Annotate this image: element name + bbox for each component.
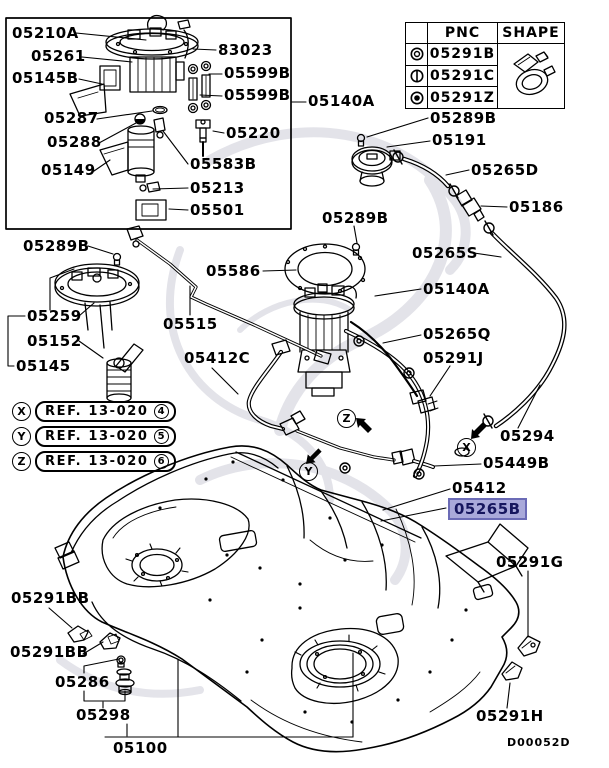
part-number-label-highlighted[interactable]: 05265B <box>448 498 527 520</box>
ref-text: REF. 13-020 <box>45 404 149 419</box>
part-number-label: 05449B <box>483 454 550 472</box>
part-number-label: 05289B <box>322 209 389 227</box>
part-number-label: 05291J <box>423 349 484 367</box>
circle-vertical-bar-icon <box>405 64 428 88</box>
small-clips-and-valve <box>67 625 541 696</box>
ref-box: REF. 13-020 5 <box>35 426 176 447</box>
part-number-label: 05291G <box>496 553 564 571</box>
ref-number: 5 <box>153 429 169 444</box>
part-number-label: 05220 <box>226 124 281 142</box>
pump-detail-box <box>5 14 292 230</box>
ref-note-y: Y REF. 13-020 5 <box>12 426 176 447</box>
part-number-label: 05286 <box>55 673 110 691</box>
part-number-label: 05140A <box>423 280 490 298</box>
view-marker-z: Z <box>337 409 356 428</box>
part-number-label: 05599B <box>224 86 291 104</box>
part-number-label: 05152 <box>27 332 82 350</box>
ref-box: REF. 13-020 4 <box>35 401 176 422</box>
part-number-label: 05412 <box>452 479 507 497</box>
part-number-label: 05586 <box>206 262 261 280</box>
shape-header: SHAPE <box>497 22 565 44</box>
filler-cap-assembly <box>351 133 401 187</box>
view-arrows <box>306 418 487 464</box>
part-number-label: 05291BB <box>11 589 90 607</box>
diagram-code: D00052D <box>507 736 571 749</box>
part-number-label: 05191 <box>432 131 487 149</box>
part-number-label: 05265D <box>471 161 539 179</box>
part-number-label: 05140A <box>308 92 375 110</box>
clamp-shape-drawing <box>497 43 565 109</box>
part-number-label: 05259 <box>27 307 82 325</box>
vent-hose-run <box>401 156 567 429</box>
ref-number: 4 <box>153 404 169 419</box>
part-number-label: 05145 <box>16 357 71 375</box>
part-number-label: 05289B <box>430 109 497 127</box>
leader-lines <box>7 101 541 738</box>
ref-text: REF. 13-020 <box>45 429 149 444</box>
circle-dot-icon <box>405 86 428 109</box>
ref-note-z: Z REF. 13-020 6 <box>12 451 176 472</box>
ref-marker-letter: Y <box>12 427 31 446</box>
clamp-symbols <box>339 149 495 480</box>
part-number-label: 05291BB <box>10 643 89 661</box>
ref-number: 6 <box>153 454 169 469</box>
part-number-label: 05291H <box>476 707 544 725</box>
part-number-label: 05145B <box>12 69 79 87</box>
fuel-sender-assembly <box>54 252 144 403</box>
part-number-label: 05412C <box>184 349 251 367</box>
pnc-value: 05291Z <box>427 86 498 109</box>
part-number-label: 05599B <box>224 64 291 82</box>
ref-box: REF. 13-020 6 <box>35 451 176 472</box>
part-number-label: 05210A <box>12 24 79 42</box>
ref-marker-letter: Z <box>12 452 31 471</box>
part-number-label: 05100 <box>113 739 168 757</box>
part-number-label: 05288 <box>47 133 102 151</box>
part-number-label: 05265S <box>412 244 478 262</box>
part-number-label: 05261 <box>31 47 86 65</box>
view-marker-x: X <box>457 438 476 457</box>
ref-marker-letter: X <box>12 402 31 421</box>
ref-text: REF. 13-020 <box>45 454 149 469</box>
part-number-label: 05186 <box>509 198 564 216</box>
part-number-label: 05287 <box>44 109 99 127</box>
fuel-pipes <box>126 225 439 479</box>
pump-module-assembly <box>284 242 366 397</box>
view-marker-y: Y <box>299 462 318 481</box>
part-number-label: 05265Q <box>423 325 491 343</box>
part-number-label: 83023 <box>218 41 273 59</box>
part-number-label: 05515 <box>163 315 218 333</box>
pnc-header: PNC <box>427 22 498 44</box>
part-number-label: 05289B <box>23 237 90 255</box>
part-number-label: 05149 <box>41 161 96 179</box>
ref-note-x: X REF. 13-020 4 <box>12 401 176 422</box>
part-number-label: 05213 <box>190 179 245 197</box>
part-number-label: 05501 <box>190 201 245 219</box>
part-number-label: 05298 <box>76 706 131 724</box>
part-number-label: 05294 <box>500 427 555 445</box>
fuel-tank-body <box>54 445 529 753</box>
part-number-label: 05583B <box>190 155 257 173</box>
pnc-shape-table: PNC SHAPE 05291B <box>405 22 565 109</box>
